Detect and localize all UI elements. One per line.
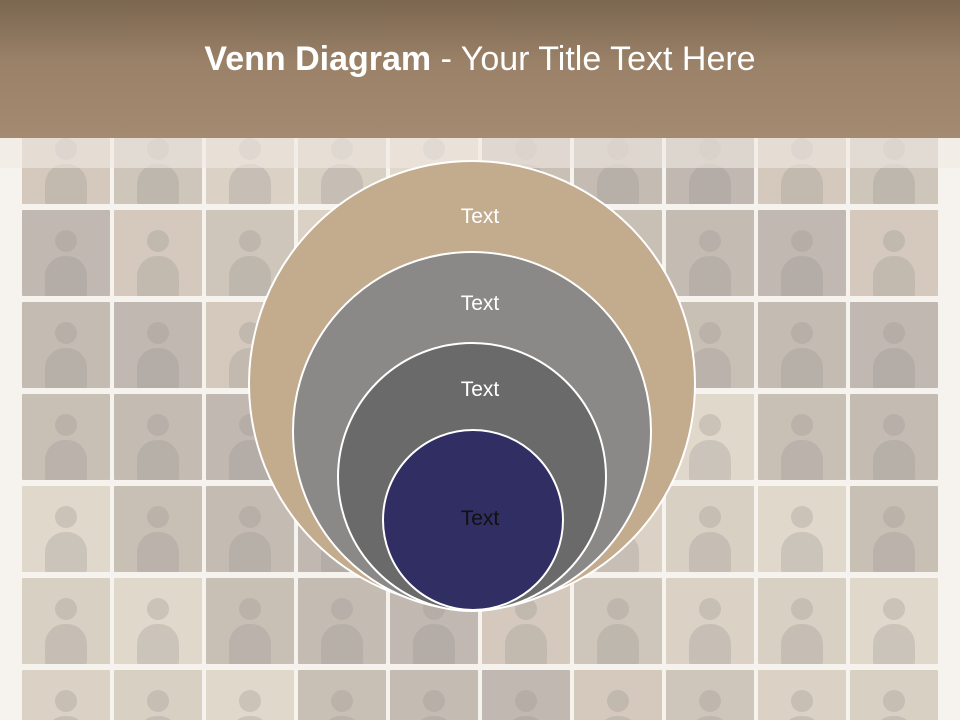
slide-title-rest: - Your Title Text Here [431,40,756,78]
slide-title[interactable]: Venn Diagram - Your Title Text Here [0,40,960,79]
venn-ring-3-label[interactable]: Text [460,378,500,401]
title-banner [0,0,960,138]
venn-ring-4[interactable] [382,429,564,611]
slide-title-bold: Venn Diagram [204,40,432,78]
venn-ring-4-label[interactable]: Text [460,507,500,530]
venn-ring-1-label[interactable]: Text [460,205,500,228]
venn-ring-2-label[interactable]: Text [460,292,500,315]
